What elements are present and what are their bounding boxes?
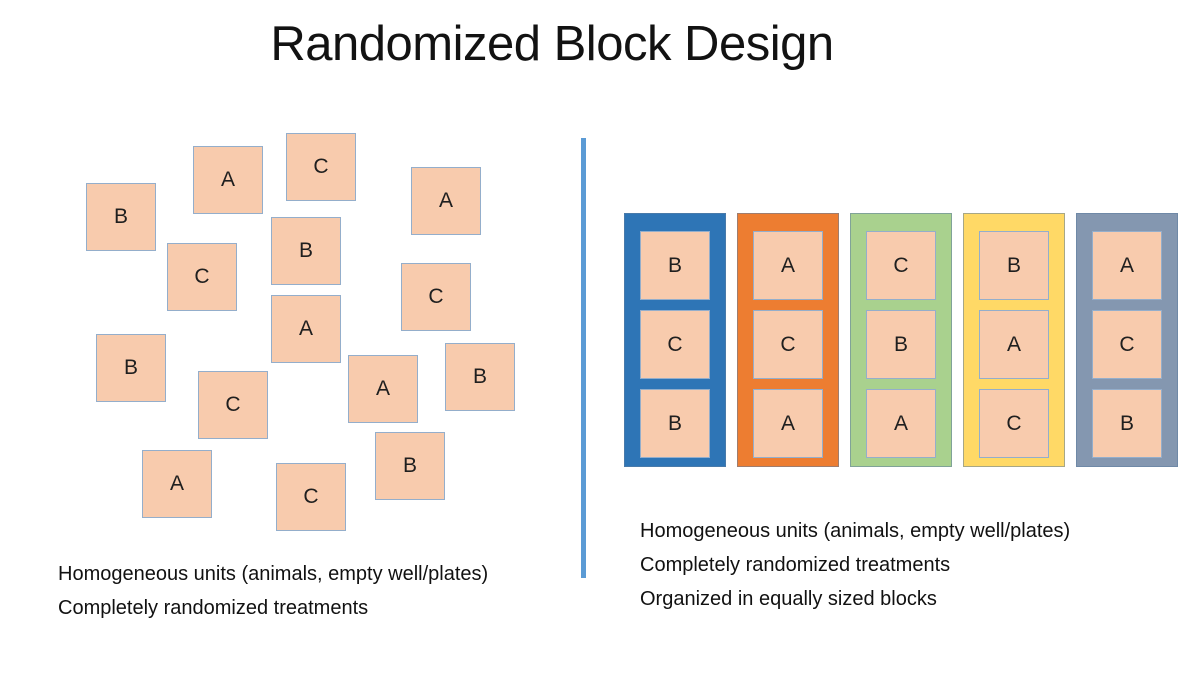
block-2-cell-3-a: A (753, 389, 823, 458)
unit-square-c-11: C (198, 371, 268, 439)
unit-square-c-6: C (401, 263, 471, 331)
block-3-cell-1-c: C (866, 231, 936, 300)
unit-square-b-0: B (86, 183, 156, 251)
vertical-divider (581, 138, 586, 578)
unit-square-a-7: A (271, 295, 341, 363)
block-2-cell-1-a: A (753, 231, 823, 300)
block-1-cell-2-c: C (640, 310, 710, 379)
unit-square-a-1: A (193, 146, 263, 214)
unit-square-b-12: B (375, 432, 445, 500)
unit-square-a-13: A (142, 450, 212, 518)
right-note-line-1: Homogeneous units (animals, empty well/p… (640, 520, 1071, 542)
left-note-line-1: Homogeneous units (animals, empty well/p… (58, 563, 489, 585)
unit-square-c-14: C (276, 463, 346, 531)
block-4-cell-1-b: B (979, 231, 1049, 300)
block-5-cell-2-c: C (1092, 310, 1162, 379)
block-4-cell-2-a: A (979, 310, 1049, 379)
unit-square-c-2: C (286, 133, 356, 201)
unit-square-b-5: B (271, 217, 341, 285)
block-1-cell-3-b: B (640, 389, 710, 458)
left-note-line-2: Completely randomized treatments (58, 597, 369, 619)
block-4-cell-3-c: C (979, 389, 1049, 458)
block-5-cell-3-b: B (1092, 389, 1162, 458)
left-notes: Homogeneous units (animals, empty well/p… (58, 563, 488, 631)
right-note-line-3: Organized in equally sized blocks (640, 588, 937, 610)
block-3-cell-2-b: B (866, 310, 936, 379)
block-3-cell-3-a: A (866, 389, 936, 458)
block-5-cell-1-a: A (1092, 231, 1162, 300)
right-note-line-2: Completely randomized treatments (640, 554, 951, 576)
right-notes: Homogeneous units (animals, empty well/p… (640, 520, 1070, 622)
slide-title: Randomized Block Design (270, 17, 834, 71)
unit-square-a-10: A (348, 355, 418, 423)
unit-square-c-4: C (167, 243, 237, 311)
unit-square-a-3: A (411, 167, 481, 235)
block-2-cell-2-c: C (753, 310, 823, 379)
block-1-cell-1-b: B (640, 231, 710, 300)
unit-square-b-9: B (445, 343, 515, 411)
unit-square-b-8: B (96, 334, 166, 402)
